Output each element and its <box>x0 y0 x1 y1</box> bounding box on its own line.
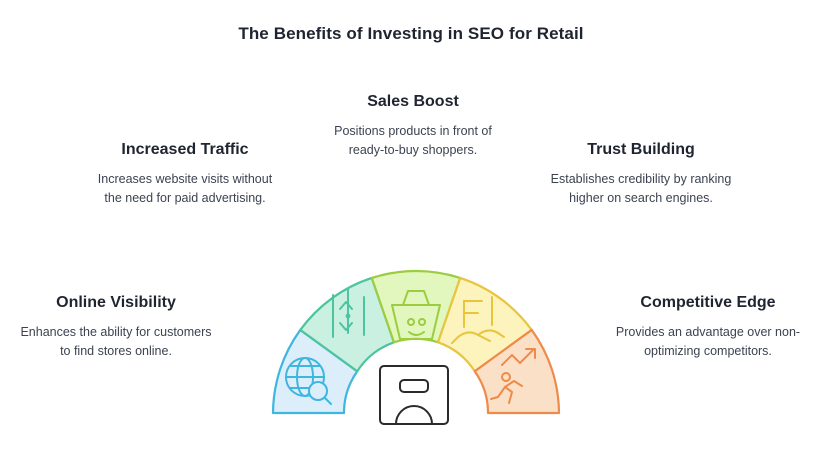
semicircle-diagram <box>206 205 626 425</box>
label-title-trust-building: Trust Building <box>587 141 695 158</box>
label-desc-online-visibility: Enhances the ability for customers to fi… <box>20 325 212 359</box>
label-title-online-visibility: Online Visibility <box>56 294 176 311</box>
label-title-sales-boost: Sales Boost <box>367 93 459 110</box>
segment-competitive-edge[interactable] <box>473 328 561 415</box>
label-increased-traffic: Increased Traffic Increases website visi… <box>92 140 278 209</box>
shopping-basket-icon <box>391 290 441 340</box>
label-desc-competitive-edge: Provides an advantage over non-optimizin… <box>615 325 801 359</box>
label-desc-increased-traffic: Increases website visits without the nee… <box>97 172 273 206</box>
label-desc-sales-boost: Positions products in front of ready-to-… <box>334 124 492 158</box>
runner-growth-icon <box>490 348 536 404</box>
globe-search-icon <box>285 357 332 405</box>
center-shopping-bag <box>376 362 452 428</box>
label-competitive-edge: Competitive Edge Provides an advantage o… <box>610 293 806 362</box>
handshake-icon <box>451 296 505 344</box>
traffic-arrows-icon <box>332 288 365 338</box>
label-online-visibility: Online Visibility Enhances the ability f… <box>18 293 214 362</box>
page-title: The Benefits of Investing in SEO for Ret… <box>238 24 584 43</box>
label-title-increased-traffic: Increased Traffic <box>121 141 249 158</box>
shopping-bag-icon <box>379 365 449 425</box>
label-sales-boost: Sales Boost Positions products in front … <box>320 92 506 161</box>
segment-online-visibility[interactable] <box>271 328 359 415</box>
label-title-competitive-edge: Competitive Edge <box>640 294 776 311</box>
label-trust-building: Trust Building Establishes credibility b… <box>548 140 734 209</box>
label-desc-trust-building: Establishes credibility by ranking highe… <box>550 172 732 206</box>
